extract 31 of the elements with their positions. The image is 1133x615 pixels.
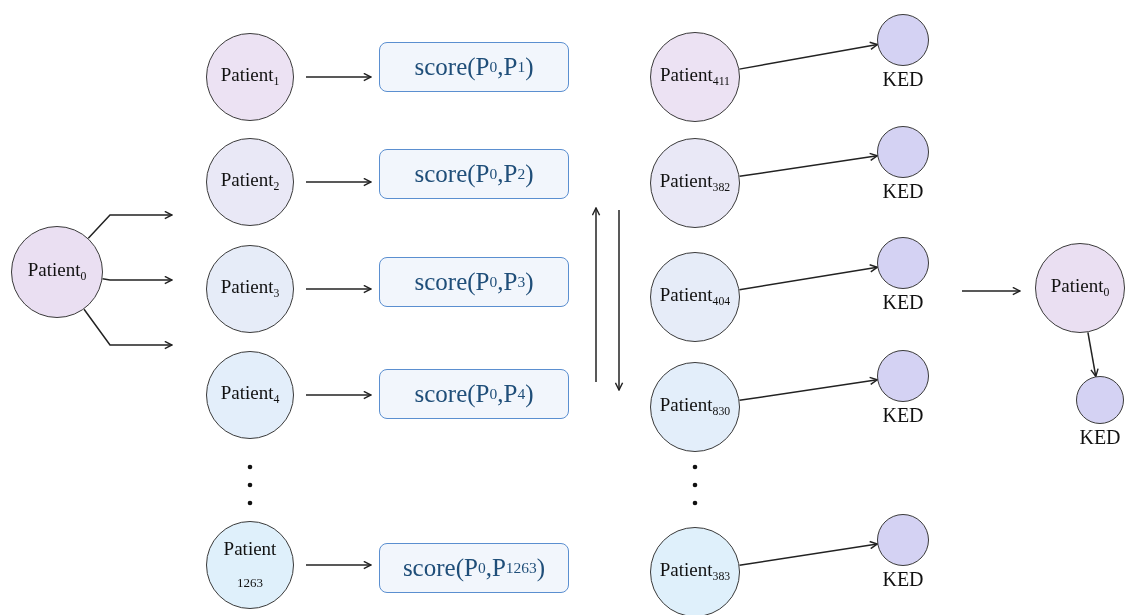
- node-label: KED: [882, 68, 924, 91]
- arrow: [738, 264, 879, 291]
- arrow: [738, 540, 879, 566]
- node-label: KED: [882, 180, 924, 203]
- patient-circle: Patient$_{4}$: [206, 351, 294, 439]
- patient-circle: Patient$_{383}$: [650, 527, 740, 615]
- arrow: [738, 152, 879, 178]
- arrow: [305, 72, 372, 82]
- patient-circle: Patient$_{382}$: [650, 138, 740, 228]
- patient-circle: Patient$_{1}$: [206, 33, 294, 121]
- arrow: [1087, 331, 1099, 378]
- node-label: KED: [882, 568, 924, 591]
- patient-circle: Patient$_{830}$: [650, 362, 740, 452]
- patient-circle: Patient$_{3}$: [206, 245, 294, 333]
- node-label: KED: [882, 291, 924, 314]
- node-label: KED: [1079, 426, 1121, 449]
- arrow: [87, 210, 173, 240]
- node-label: KED: [882, 404, 924, 427]
- patient-circle: Patient$_{0}$: [11, 226, 103, 318]
- arrow: [305, 284, 372, 294]
- arrow: [305, 177, 372, 187]
- arrow: [305, 560, 372, 570]
- arrow: [738, 41, 879, 70]
- arrow: [101, 275, 173, 285]
- arrow: [738, 376, 879, 402]
- arrow: [83, 308, 173, 350]
- patient-circle: Patient$_{2}$: [206, 138, 294, 226]
- patient-circle: Patient$_{411}$: [650, 32, 740, 122]
- arrow: [305, 390, 372, 400]
- patient-circle: Patient$_{404}$: [650, 252, 740, 342]
- patient-circle: Patient$_{0}$: [1035, 243, 1125, 333]
